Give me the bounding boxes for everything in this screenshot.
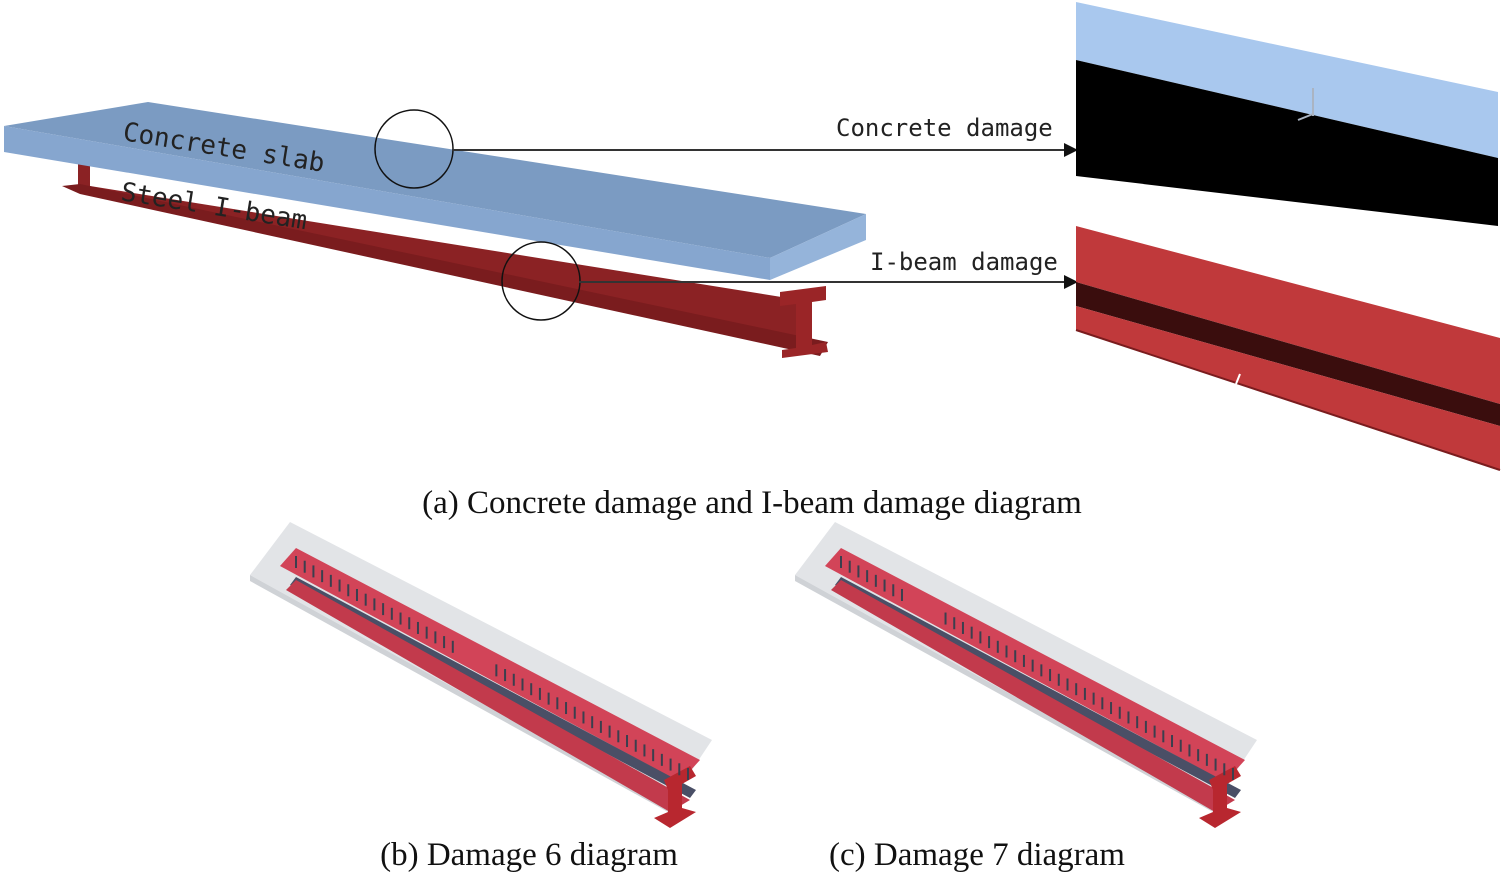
- concrete-damage-zoom-view: [1076, 2, 1498, 226]
- slab-edge: [250, 575, 668, 812]
- steel-ibeam-body: [78, 160, 812, 345]
- caption-c: (c) Damage 7 diagram: [829, 837, 1125, 873]
- beam-web: [290, 577, 696, 798]
- ibeam-damage-arrowhead: [1064, 275, 1078, 289]
- zoom-beam-upper: [1076, 226, 1500, 404]
- composite-beam-3d: Concrete slab Steel I-beam Concrete dama…: [4, 102, 1078, 358]
- concrete-damage-arrowhead: [1064, 143, 1078, 157]
- steel-ibeam-end: [780, 286, 828, 358]
- caption-b: (b) Damage 6 diagram: [380, 837, 678, 873]
- steel-ibeam-bottom-flange: [62, 184, 828, 356]
- zoom-concrete-section: [1076, 60, 1498, 226]
- beam-end-section: [654, 766, 696, 828]
- concrete-crack-mark-base: [1297, 113, 1314, 121]
- zoom-beam-dark-band: [1076, 282, 1500, 426]
- damage-6-model: [250, 522, 712, 828]
- zoom-beam-lower: [1076, 306, 1500, 470]
- beam-top-flange: [280, 548, 700, 782]
- slab-edge: [795, 575, 1213, 812]
- beam-bottom-flange: [831, 580, 1235, 812]
- zoom-sky-band: [1076, 2, 1498, 158]
- ibeam-damage-label: I-beam damage: [870, 248, 1058, 276]
- ibeam-crack-mark: [1235, 373, 1241, 385]
- concrete-damage-label: Concrete damage: [836, 114, 1053, 142]
- zoom-beam-lower-edge: [1075, 329, 1501, 471]
- caption-a: (a) Concrete damage and I-beam damage di…: [422, 485, 1082, 521]
- ibeam-damage-zoom-view: [1075, 226, 1501, 471]
- damage-7-model: [795, 522, 1257, 828]
- beam-end-section: [1199, 766, 1241, 828]
- beam-bottom-flange: [286, 580, 690, 812]
- concrete-slab-end: [770, 214, 866, 280]
- beam-top-flange: [825, 548, 1245, 782]
- concrete-slab-top: [4, 102, 866, 258]
- concrete-slab-front: [4, 126, 770, 280]
- beam-web: [835, 577, 1241, 798]
